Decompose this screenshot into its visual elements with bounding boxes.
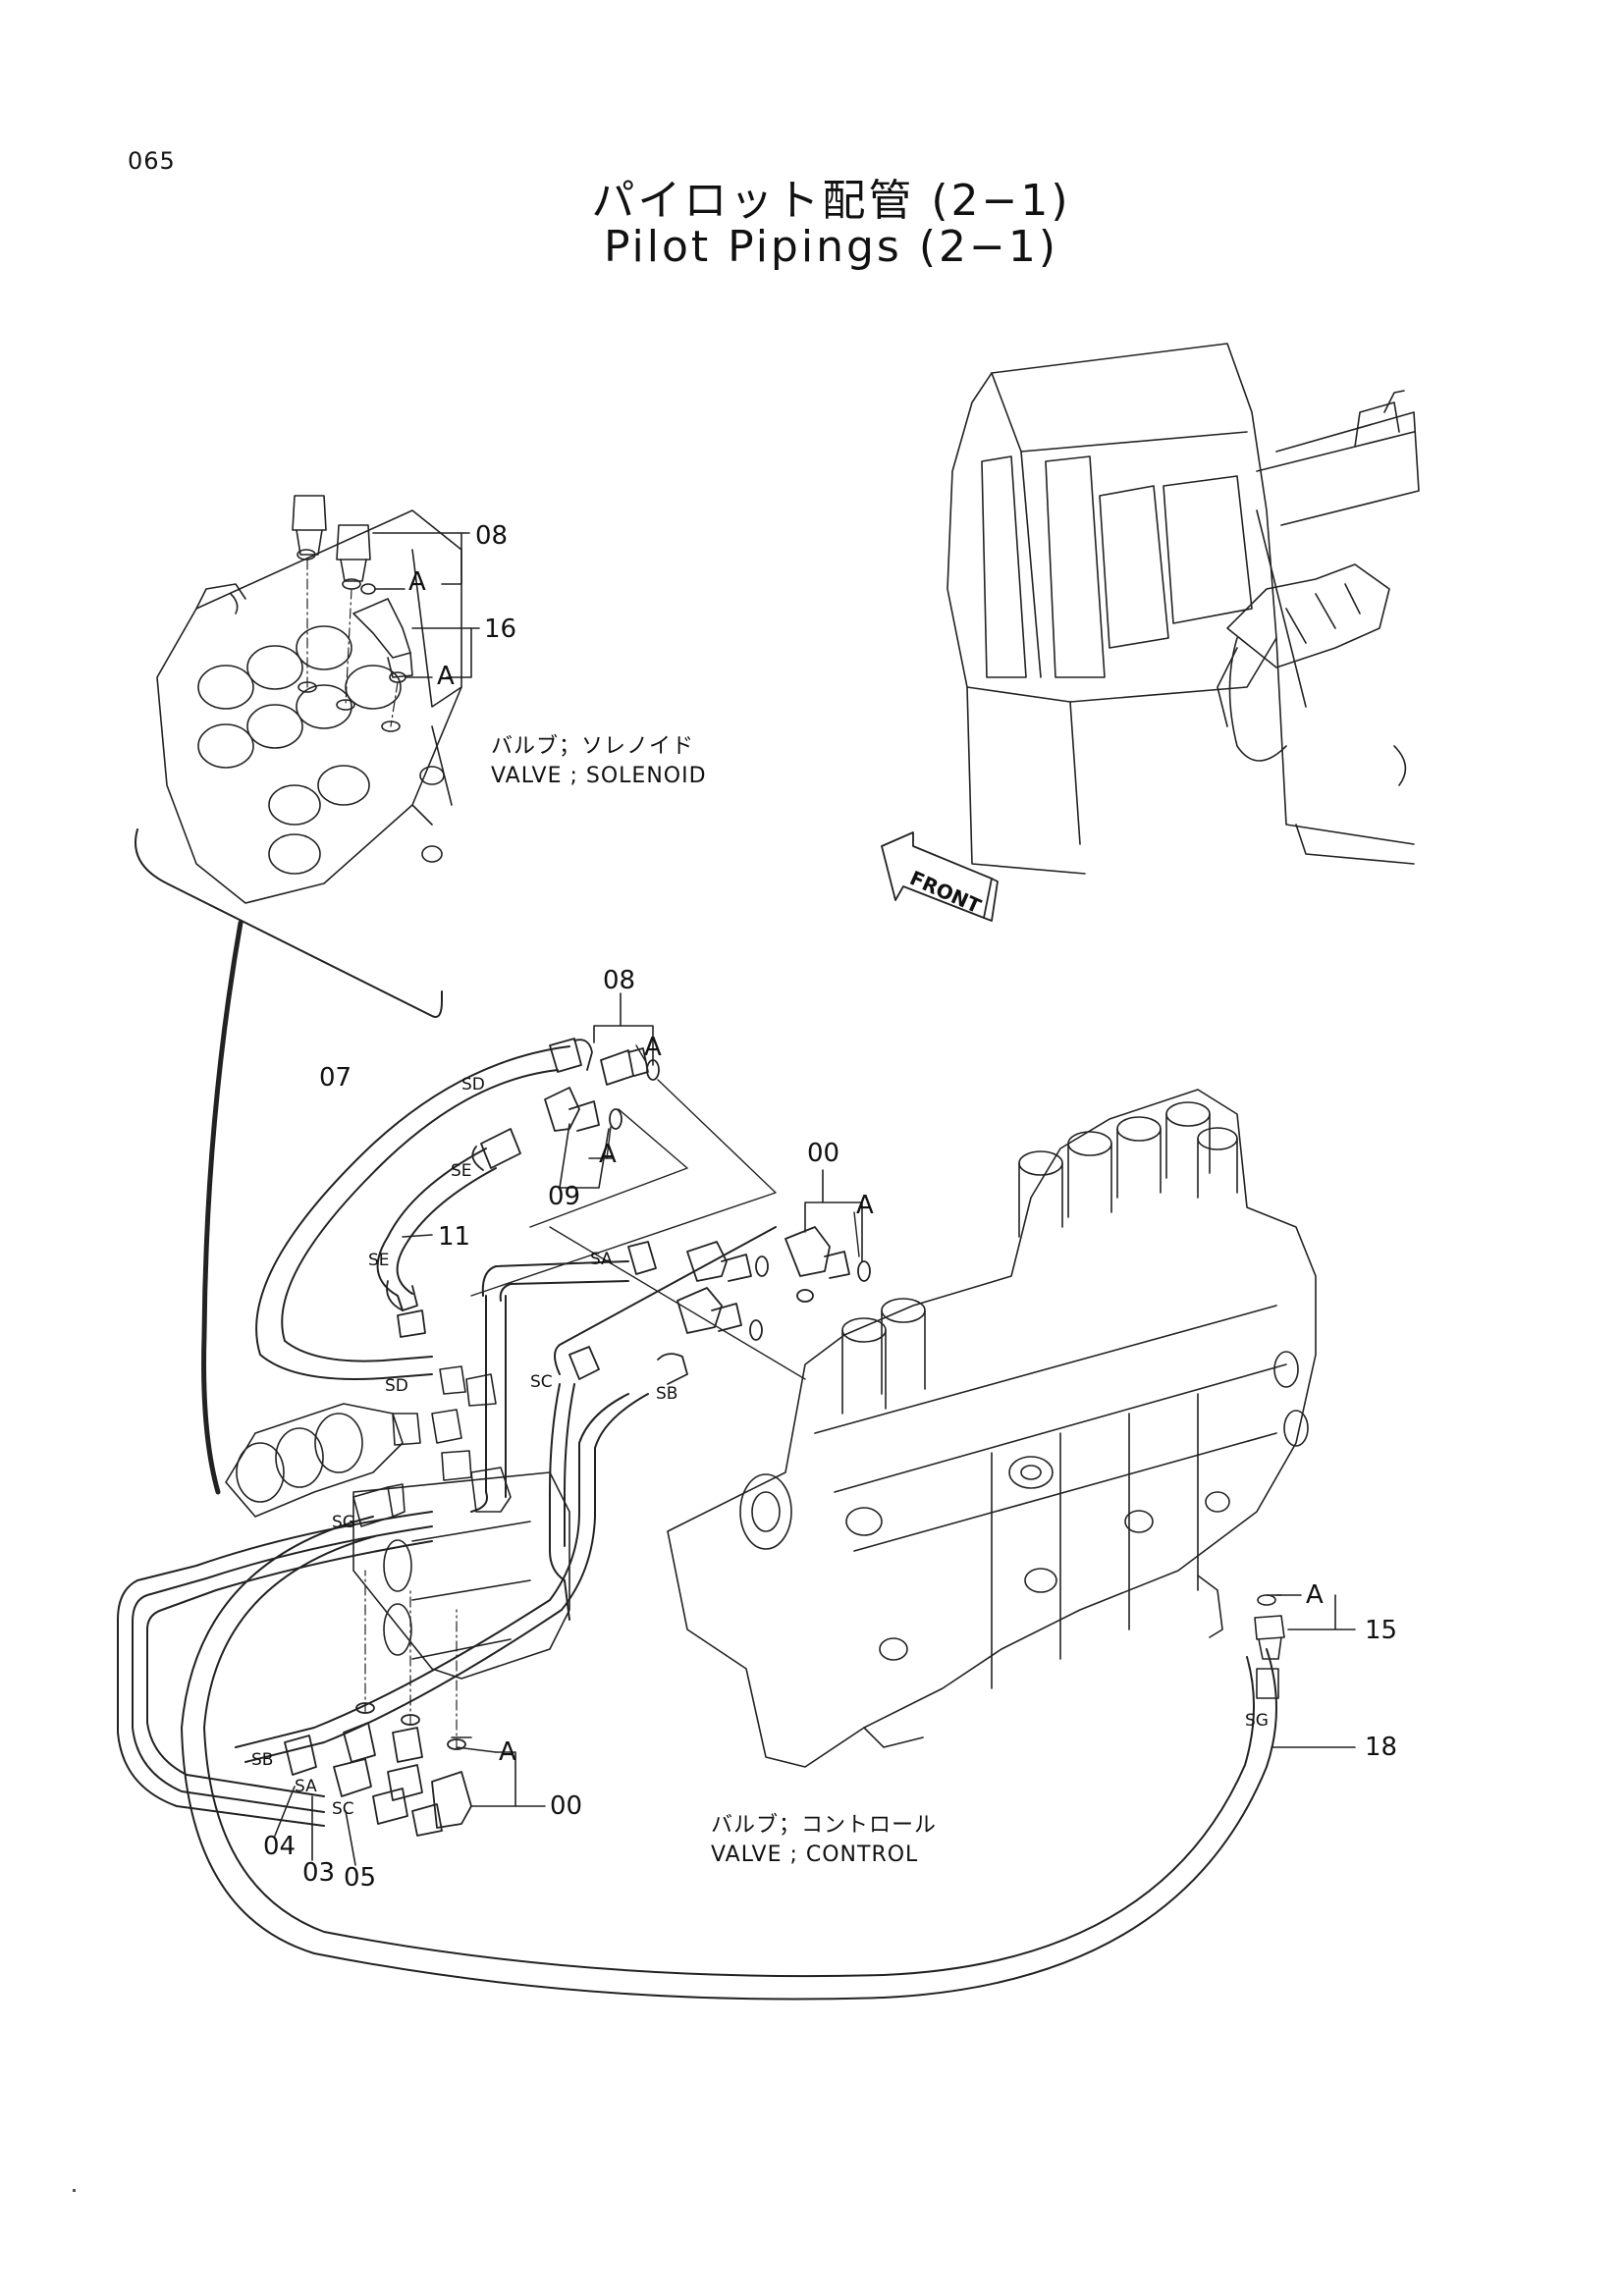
solenoid-valve-caption: バルブ；ソレノイド VALVE ; SOLENOID bbox=[491, 732, 707, 790]
solenoid-valve-caption-en: VALVE ; SOLENOID bbox=[491, 763, 707, 788]
bottom-fittings bbox=[284, 1570, 472, 1837]
control-valve-caption-en: VALVE ; CONTROL bbox=[711, 1842, 919, 1867]
part-number-05: 05 bbox=[344, 1863, 377, 1893]
hose-tag-sb: SB bbox=[656, 1384, 678, 1404]
hose-tag-sc: SC bbox=[530, 1372, 553, 1392]
hose-tag-se: SE bbox=[451, 1161, 472, 1181]
part-number-09: 09 bbox=[548, 1182, 581, 1211]
hose-tag-sb: SB bbox=[251, 1750, 274, 1770]
page-title-japanese: パイロット配管 (2−1) bbox=[591, 176, 1071, 226]
part-number-03: 03 bbox=[302, 1858, 336, 1888]
control-valve-illustration bbox=[667, 1089, 1317, 1768]
front-direction-arrow bbox=[881, 831, 999, 922]
part-number-18: 18 bbox=[1365, 1733, 1398, 1762]
hose-tag-sd: SD bbox=[461, 1075, 485, 1095]
callout-line bbox=[201, 920, 243, 1495]
part-number-16: 16 bbox=[484, 614, 517, 644]
part-number-00-bottom: 00 bbox=[550, 1791, 583, 1821]
hose-tag-se: SE bbox=[368, 1251, 390, 1270]
top-fittings bbox=[386, 1038, 871, 1385]
control-valve-caption: バルブ；コントロール VALVE ; CONTROL bbox=[711, 1811, 937, 1869]
hose-tag-sa: SA bbox=[295, 1777, 317, 1796]
ref-mark-a: A bbox=[408, 567, 426, 597]
page-number: 065 bbox=[128, 147, 176, 175]
excavator-cab-illustration bbox=[947, 343, 1420, 875]
ref-mark-a: A bbox=[499, 1737, 516, 1767]
part-number-00-top: 00 bbox=[807, 1139, 840, 1168]
ref-mark-a: A bbox=[437, 662, 455, 691]
hose-tag-sa: SA bbox=[590, 1250, 613, 1269]
ref-mark-a: A bbox=[1306, 1580, 1324, 1610]
part-number-04: 04 bbox=[263, 1832, 297, 1861]
hose-tag-sg: SG bbox=[1245, 1711, 1269, 1731]
solenoid-valve-illustration bbox=[156, 495, 462, 904]
part-number-15: 15 bbox=[1365, 1616, 1398, 1645]
pilot-hoses bbox=[117, 1045, 1277, 2001]
hose-tag-sd: SD bbox=[385, 1376, 408, 1396]
ref-mark-a: A bbox=[856, 1191, 874, 1220]
pilot-block-illustration bbox=[225, 1365, 570, 1680]
leader-lines bbox=[274, 992, 1356, 1866]
leader-lines-solenoid bbox=[372, 532, 480, 678]
hose-tag-sc: SC bbox=[332, 1799, 354, 1819]
part-number-11: 11 bbox=[438, 1222, 471, 1252]
scan-speck bbox=[73, 2189, 76, 2192]
routing-guide-lines bbox=[470, 1079, 806, 1380]
ref-mark-a: A bbox=[599, 1140, 617, 1169]
part-number-07: 07 bbox=[319, 1063, 352, 1093]
part-number-08-solenoid: 08 bbox=[475, 521, 509, 551]
hose-tag-sg: SG bbox=[332, 1513, 355, 1532]
inset-frame bbox=[135, 828, 443, 1018]
a-reference-leaders bbox=[456, 1044, 1282, 1753]
page-title-english: Pilot Pipings (2−1) bbox=[603, 222, 1059, 272]
ref-mark-a: A bbox=[644, 1033, 662, 1062]
solenoid-valve-caption-jp: バルブ；ソレノイド bbox=[491, 734, 695, 759]
control-valve-caption-jp: バルブ；コントロール bbox=[711, 1813, 938, 1838]
part-number-08-control: 08 bbox=[603, 966, 636, 995]
